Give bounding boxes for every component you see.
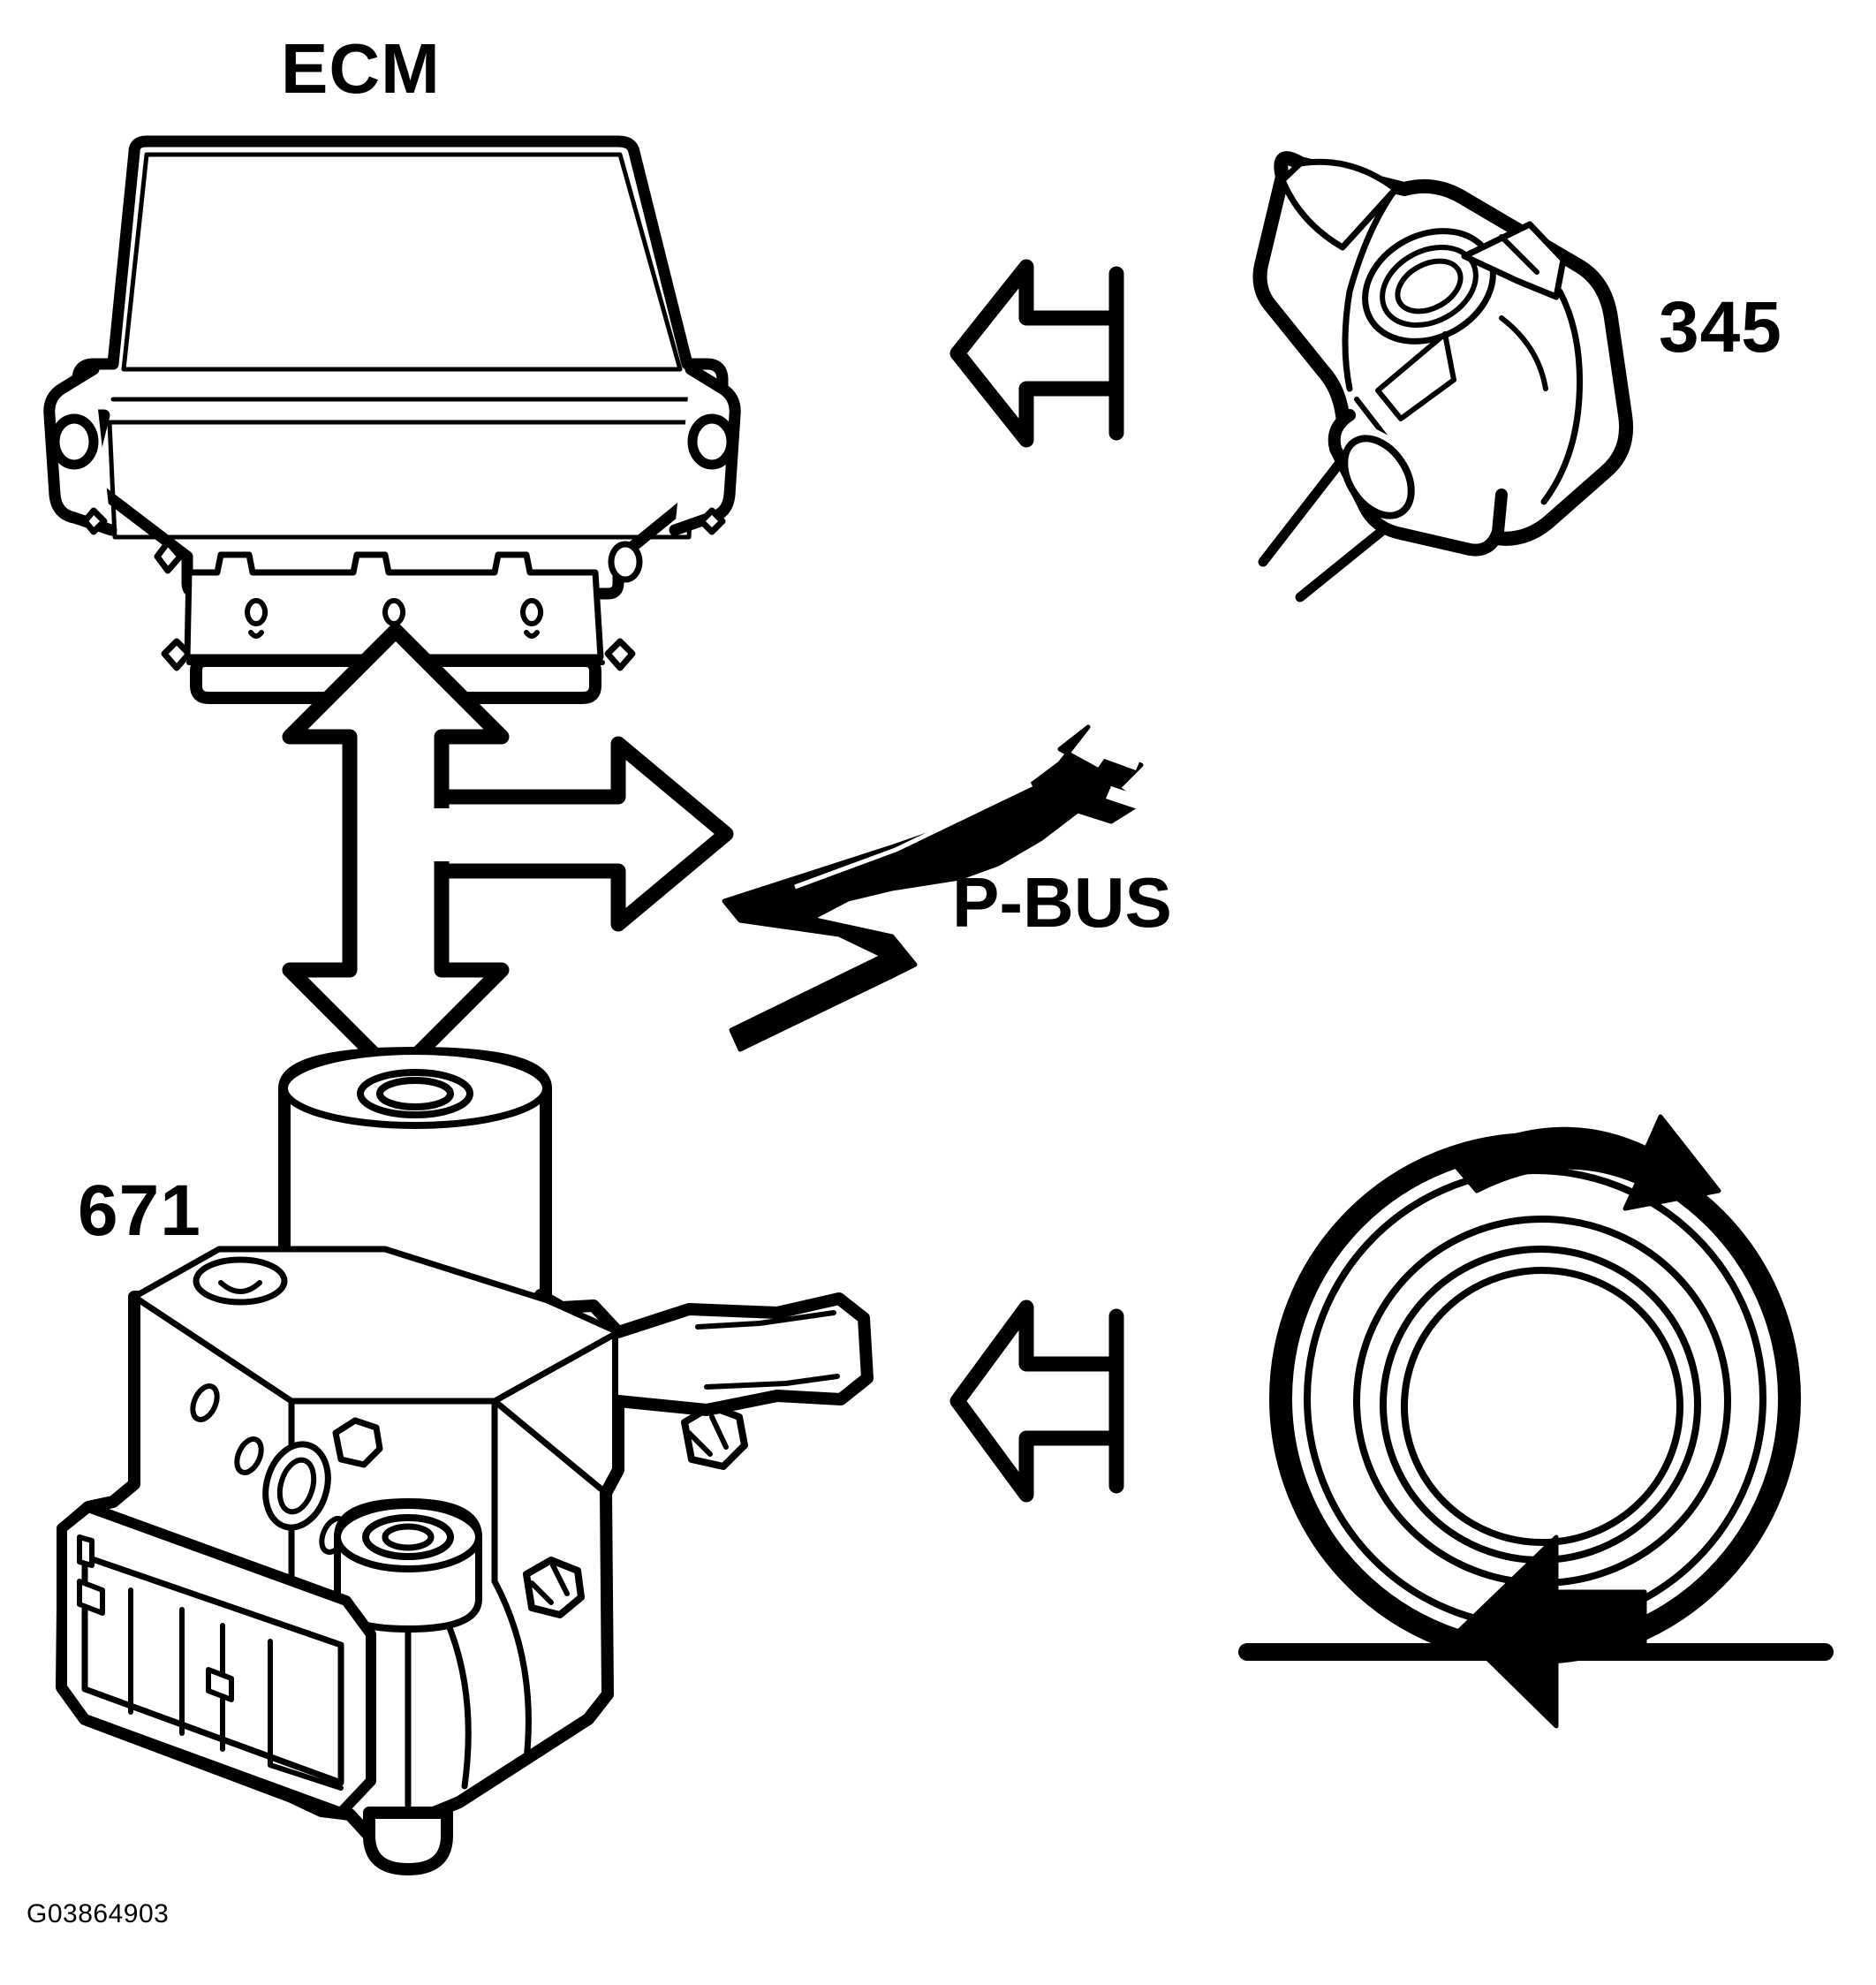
abs-mount-peg [363, 1807, 453, 1875]
wheel-speed-sensor [1252, 151, 1633, 602]
abs-bolt-right-lower-cross [529, 1563, 570, 1605]
ecm-module [43, 135, 741, 704]
sensor-mount-eye-inner [1395, 258, 1464, 314]
abs-block-diagonal [491, 1398, 609, 1496]
abs-reservoir-tab-a [77, 1534, 95, 1568]
ecm-top-face [121, 152, 683, 372]
abs-reservoir-rib-4 [268, 1639, 344, 1791]
arrow-wheel-rotation-shape [1449, 1114, 1721, 1211]
sensor-wire-lower [1295, 525, 1388, 602]
abs-bolt-right-lower [523, 1557, 585, 1618]
abs-front-rib-right [445, 1622, 472, 1790]
sensor-inner-edge-left [1342, 186, 1399, 392]
sensor-lower-rib [1375, 331, 1456, 421]
ecm-rivet-right-a [698, 507, 726, 535]
wheel-rim-inner [1401, 1267, 1683, 1546]
sensor-right-contour [1540, 288, 1583, 505]
label-pbus: P-BUS [952, 863, 1172, 942]
arrow-branch-to-pbus-shape [434, 736, 734, 932]
abs-bolt-left [332, 1417, 383, 1468]
ecm-mount-hole-right [687, 413, 737, 470]
ecm-connector-screw-3 [520, 598, 544, 639]
arrow-sensor-to-ecm-shape [949, 259, 1124, 448]
abs-reservoir-nub [206, 1667, 234, 1702]
pbus-cable-highlight [794, 782, 1033, 890]
pbus-terminal-blade-lower [1106, 786, 1148, 811]
abs-hydraulic-unit [56, 1047, 874, 1875]
abs-front-rib-far-right [491, 1578, 532, 1763]
arrow-wheel-to-hydraulic-unit-shape [949, 1299, 1124, 1503]
ecm-connector-screw-1 [245, 598, 269, 639]
sensor-bracket-line [1499, 234, 1539, 275]
abs-port-medium-inner [276, 1457, 317, 1515]
arrow-wheel-rotation [1449, 1114, 1721, 1211]
arrow-sensor-to-ecm [949, 259, 1124, 448]
pbus-terminal-blade-upper [1097, 744, 1141, 770]
ecm-rivet-right-b [608, 541, 643, 583]
ecm-rivet-left-b [154, 539, 184, 574]
abs-port-small-a [190, 1383, 220, 1422]
sensor-bore-top [1279, 158, 1399, 251]
abs-reservoir-tab-b [77, 1579, 105, 1616]
arrow-branch-to-pbus [433, 736, 734, 932]
sensor-wire-upper [1258, 454, 1348, 567]
ecm-rivet-left-a [81, 507, 108, 535]
ecm-rivet-lower-right [604, 638, 636, 671]
ecm-mount-hole-left [49, 413, 99, 470]
abs-port-top-left [193, 1256, 288, 1306]
abs-center-valve-bore [382, 1523, 435, 1551]
arrow-wheel-load [1456, 1534, 1647, 1729]
arrow-junction-mask [433, 808, 452, 861]
label-wheel-speed-sensor-number: 345 [1659, 287, 1782, 367]
pbus-connector [722, 724, 1148, 1052]
abs-motor-boss-inner [376, 1077, 454, 1110]
label-ecm: ECM [281, 29, 441, 108]
abs-bolt-right-upper-cross [686, 1414, 729, 1457]
sensor-bracket-tab [1461, 221, 1567, 300]
arrow-wheel-to-hydraulic-unit [949, 1299, 1124, 1503]
arrow-wheel-load-shape [1456, 1534, 1647, 1729]
abs-port-top-left-groove [218, 1280, 262, 1294]
figure-code: G03864903 [26, 1899, 170, 1928]
label-hydraulic-unit-number: 671 [78, 1171, 201, 1251]
abs-bracket-arm-line-bottom [704, 1374, 840, 1390]
abs-port-small-b [234, 1436, 264, 1475]
abs-bracket-arm-line-top [695, 1310, 836, 1330]
sensor-shoulder-line [1499, 315, 1548, 391]
sensor-boot-collar [1341, 435, 1415, 519]
pbus-connector-silhouette [722, 724, 1144, 1052]
wheel-tire [1238, 1133, 1834, 1664]
sensor-lower-rib-line [1354, 397, 1389, 441]
